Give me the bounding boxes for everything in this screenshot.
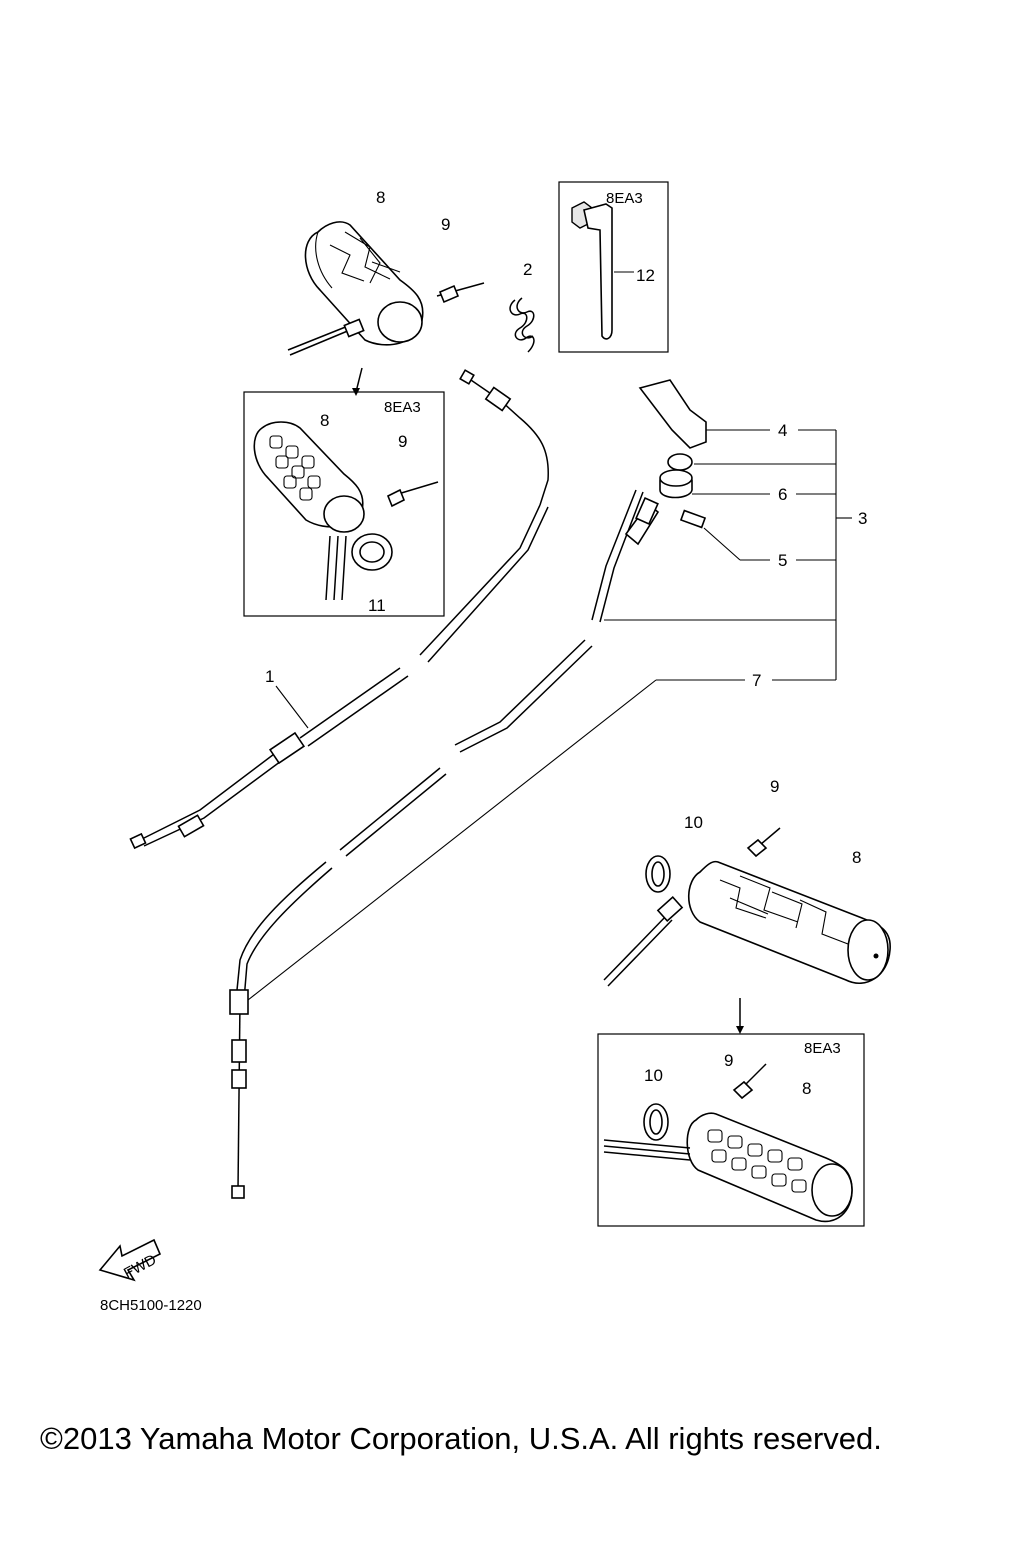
label-code-inset-left: 8EA3 [384, 399, 421, 416]
leader-lines [247, 429, 852, 1001]
drawing-number: 8CH5100-1220 [100, 1297, 202, 1314]
label-part-4: 4 [778, 421, 787, 440]
fwd-arrow [98, 1238, 162, 1282]
cable-1 [129, 369, 549, 850]
clip-2 [509, 297, 535, 353]
label-code-box-12: 8EA3 [606, 190, 643, 207]
leader-1 [275, 685, 309, 729]
label-part-9-inset-right: 9 [724, 1051, 733, 1070]
label-part-7: 7 [752, 671, 761, 690]
label-part-8-right: 8 [852, 848, 861, 867]
label-part-9-inset-left: 9 [398, 432, 407, 451]
label-part-10-right: 10 [684, 813, 703, 832]
label-part-10-inset-right: 10 [644, 1066, 663, 1085]
inset-top-left [243, 391, 445, 617]
cable-7 [229, 489, 660, 1199]
label-part-11: 11 [368, 596, 386, 615]
lever-assembly [638, 379, 707, 529]
label-part-12: 12 [636, 266, 655, 285]
label-code-inset-right: 8EA3 [804, 1040, 841, 1057]
label-part-2: 2 [523, 260, 532, 279]
label-part-8-top: 8 [376, 188, 385, 207]
label-part-8-inset-right: 8 [802, 1079, 811, 1098]
label-part-3: 3 [858, 509, 867, 528]
label-part-1: 1 [265, 667, 274, 686]
label-part-6: 6 [778, 485, 787, 504]
inset-bottom-right [597, 1033, 865, 1227]
grip-top-left [287, 221, 485, 356]
box-part-12 [558, 181, 669, 353]
label-part-9-right: 9 [770, 777, 779, 796]
copyright-notice: ©2013 Yamaha Motor Corporation, U.S.A. A… [40, 1421, 882, 1456]
label-part-8-inset-left: 8 [320, 411, 329, 430]
label-part-5: 5 [778, 551, 787, 570]
label-part-9-top: 9 [441, 215, 450, 234]
grip-right [603, 827, 891, 987]
